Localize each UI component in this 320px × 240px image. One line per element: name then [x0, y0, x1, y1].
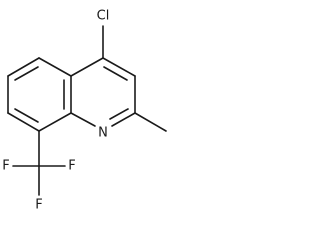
- pyridine-ring: [70, 57, 136, 127]
- atom-labels: Cl N F F F: [2, 9, 109, 213]
- bond-c4-c3: [102, 57, 136, 77]
- bond-c2-n1: [111, 112, 136, 127]
- atom-label-fluorine-right: F: [68, 159, 75, 174]
- atom-label-nitrogen: N: [98, 126, 108, 141]
- substituents: [12, 25, 167, 196]
- atom-label-fluorine-bottom: F: [35, 198, 42, 213]
- atom-label-chlorine: Cl: [97, 9, 110, 24]
- double-bond-c4-c3: [103, 66, 128, 81]
- bond-c4a-c5: [38, 57, 72, 77]
- quinoline-structure: Cl N F F F: [2, 9, 167, 213]
- bond-c2-methyl: [134, 112, 167, 132]
- double-bond-c7-c8: [14, 108, 39, 123]
- bond-c8-c8a: [38, 112, 72, 132]
- atom-label-fluorine-left: F: [2, 159, 9, 174]
- bond-n1-c8a: [70, 112, 96, 127]
- double-bond-c2-n1: [109, 108, 129, 120]
- double-bond-c5-c6: [14, 66, 39, 81]
- bond-c4a-c4: [70, 57, 104, 77]
- bond-c5-c6: [7, 57, 40, 77]
- bond-c7-c8: [7, 112, 40, 132]
- benzene-ring: [7, 57, 72, 132]
